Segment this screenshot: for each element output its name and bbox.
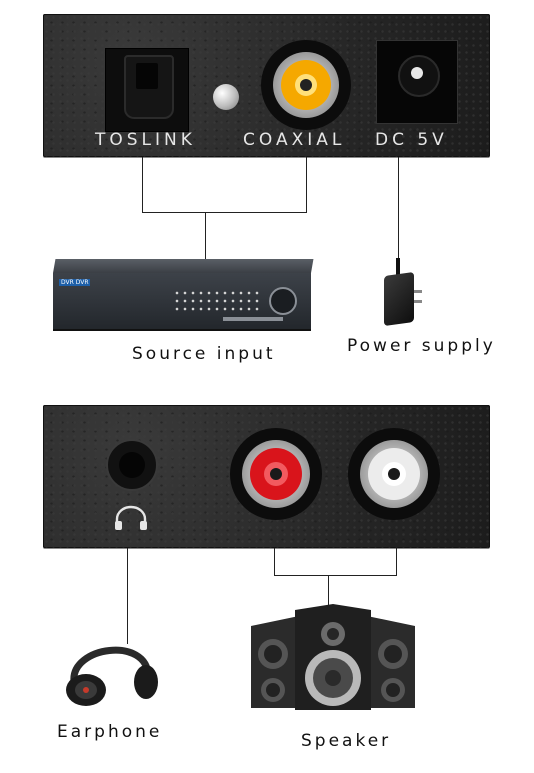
dc-label: DC 5V [375,130,448,150]
speaker-caption: Speaker [301,731,392,751]
coaxial-jack [261,40,351,130]
toslink-wire [142,157,143,213]
speaker-wire [328,575,329,606]
speaker-set [243,604,423,712]
input-panel: TOSLINK COAXIAL DC 5V [43,14,490,157]
left-wire [396,548,397,576]
power-wire [398,157,399,260]
headphone-jack [106,439,158,491]
earphone [56,632,162,708]
output-panel [43,405,490,548]
dvr-badge: DVR DVR [59,279,91,286]
input-join-wire [142,212,307,213]
dc-jack [376,40,458,124]
headphone-icon [113,505,149,531]
source-caption: Source input [132,344,276,364]
rca-left-jack [348,428,440,520]
source-wire [205,212,206,259]
indicator-light [213,84,239,110]
right-wire [274,548,275,576]
power-caption: Power supply [347,336,496,356]
earphone-caption: Earphone [57,722,163,742]
earphone-wire [127,548,128,644]
toslink-label: TOSLINK [95,130,196,150]
dvr-device: DVR DVR [53,259,314,331]
coaxial-wire [306,157,307,213]
coaxial-label: COAXIAL [243,130,346,150]
rca-right-jack [230,428,322,520]
toslink-port [105,48,189,132]
dvr-buttons [173,289,263,311]
output-join-wire [274,575,397,576]
dvr-dial [269,287,297,315]
power-adapter [380,258,424,327]
